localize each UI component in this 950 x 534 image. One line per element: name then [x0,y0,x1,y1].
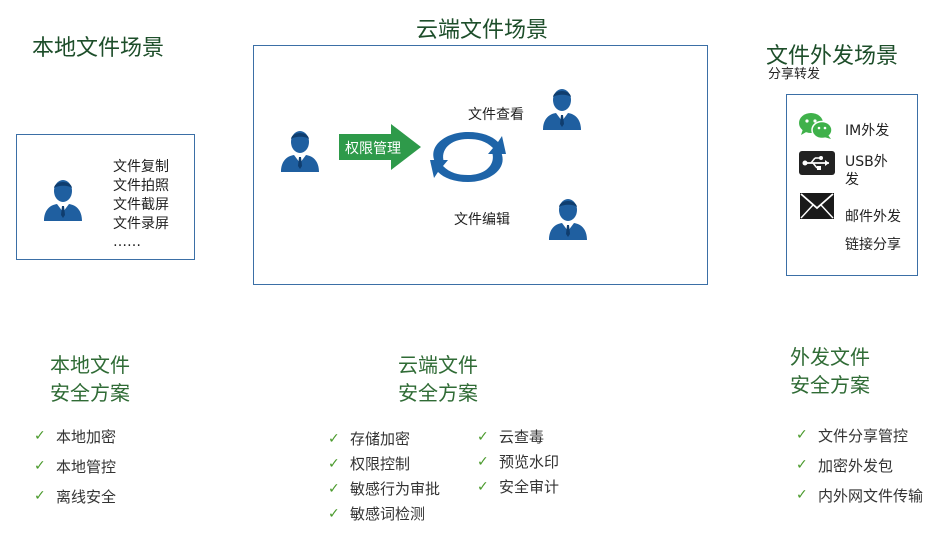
list-item-label: 存储加密 [350,430,411,448]
list-item: ✓ 安全审计 [477,474,559,499]
check-icon: ✓ [796,457,808,473]
check-icon: ✓ [796,487,808,503]
list-item: ✓ 云查毒 [477,424,559,449]
wechat-icon [799,113,833,140]
person-icon [546,196,590,240]
cloud-solution-title-line2: 安全方案 [398,381,478,405]
check-icon: ✓ [328,480,340,497]
local-action-item: …… [113,234,141,250]
external-solution-list: ✓ 文件分享管控 ✓ 加密外发包 ✓ 内外网文件传输 [796,420,923,510]
external-scene-title: 文件外发场景 [766,44,899,69]
list-item-label: 预览水印 [499,453,560,471]
list-item: ✓ 内外网文件传输 [796,480,923,510]
list-item-label: 权限控制 [350,455,411,473]
check-icon: ✓ [477,428,489,445]
person-icon [41,177,85,221]
list-item-label: 云查毒 [499,428,545,446]
list-item-label: 加密外发包 [818,456,894,475]
external-solution-title-line2: 安全方案 [790,373,870,397]
cloud-scene-box: 权限管理 文件查看 文件编辑 [253,45,708,285]
list-item-label: 内外网文件传输 [818,486,924,505]
local-scene-title: 本地文件场景 [32,36,165,61]
local-action-item: 文件录屏 [113,216,169,232]
local-action-item: 文件拍照 [113,178,169,194]
list-item: ✓ 文件分享管控 [796,420,923,450]
list-item: ✓ 存储加密 [328,426,440,451]
list-item: ✓ 权限控制 [328,451,440,476]
external-scene-box: IM外发 USB外发 邮件外发 链接分享 [786,94,918,276]
usb-channel-label: USB外发 [845,154,888,188]
list-item: ✓ 本地加密 [34,421,116,451]
check-icon: ✓ [328,455,340,472]
local-action-item: 文件截屏 [113,197,169,213]
local-solution-title: 本地文件 安全方案 [50,351,130,407]
check-icon: ✓ [477,478,489,495]
list-item-label: 离线安全 [56,487,117,506]
local-solution-title-line2: 安全方案 [50,381,130,405]
local-action-item: 文件复制 [113,159,169,175]
cloud-solution-title: 云端文件 安全方案 [398,351,478,407]
check-icon: ✓ [34,488,46,504]
file-view-label: 文件查看 [468,107,524,123]
list-item-label: 敏感词检测 [350,505,426,523]
list-item-label: 本地加密 [56,427,117,446]
sync-cycle-icon [430,132,506,182]
check-icon: ✓ [796,427,808,443]
check-icon: ✓ [477,453,489,470]
cloud-solution-list-right: ✓ 云查毒 ✓ 预览水印 ✓ 安全审计 [477,424,559,499]
permission-arrow [339,124,421,170]
mail-icon [800,193,834,219]
link-channel-label: 链接分享 [845,237,901,253]
check-icon: ✓ [34,458,46,474]
person-icon [540,86,584,130]
list-item-label: 敏感行为审批 [350,480,441,498]
local-solution-title-line1: 本地文件 [50,353,130,377]
external-solution-title: 外发文件 安全方案 [790,343,870,399]
local-solution-list: ✓ 本地加密 ✓ 本地管控 ✓ 离线安全 [34,421,116,511]
cloud-solution-list-left: ✓ 存储加密 ✓ 权限控制 ✓ 敏感行为审批 ✓ 敏感词检测 [328,426,440,526]
cloud-solution-title-line1: 云端文件 [398,353,478,377]
usb-icon [799,151,835,175]
person-icon [278,128,322,172]
mail-channel-label: 邮件外发 [845,209,901,225]
local-actions-list: 文件复制 文件拍照 文件截屏 文件录屏 …… [113,158,169,251]
permission-label: 权限管理 [345,141,401,157]
check-icon: ✓ [328,505,340,522]
list-item: ✓ 预览水印 [477,449,559,474]
cloud-scene-title: 云端文件场景 [416,18,549,43]
local-scene-box: 文件复制 文件拍照 文件截屏 文件录屏 …… [16,134,195,260]
list-item: ✓ 离线安全 [34,481,116,511]
list-item-label: 安全审计 [499,478,560,496]
list-item-label: 本地管控 [56,457,117,476]
check-icon: ✓ [34,428,46,444]
im-channel-label: IM外发 [845,123,890,139]
list-item: ✓ 敏感行为审批 [328,476,440,501]
list-item: ✓ 加密外发包 [796,450,923,480]
external-scene-subtitle: 分享转发 [768,67,821,82]
list-item: ✓ 敏感词检测 [328,501,440,526]
check-icon: ✓ [328,430,340,447]
file-edit-label: 文件编辑 [454,212,510,228]
list-item: ✓ 本地管控 [34,451,116,481]
external-solution-title-line1: 外发文件 [790,345,870,369]
list-item-label: 文件分享管控 [818,426,909,445]
